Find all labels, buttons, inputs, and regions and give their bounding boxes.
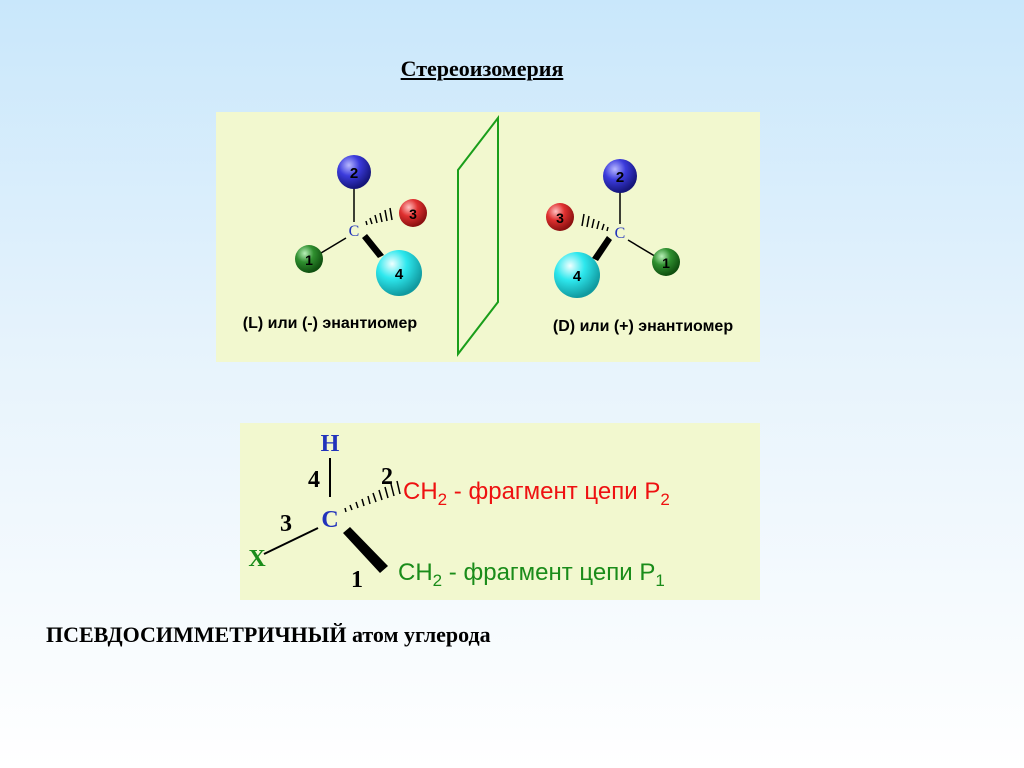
left-molecule: 2 3 1 4 C (L) или (-) энантиомер xyxy=(243,155,427,332)
page-title: Стереоизомерия xyxy=(400,56,564,81)
right-hashed-bond-3 xyxy=(581,213,609,232)
priority-1: 1 xyxy=(351,567,363,593)
bond-to-x xyxy=(263,527,319,555)
right-molecule: 2 3 4 1 C (D) или (+) энантиомер xyxy=(546,159,733,335)
left-atom-3 xyxy=(399,199,427,227)
wedge-bond-lower xyxy=(343,527,388,573)
priority-4: 4 xyxy=(308,467,320,493)
left-atom-1 xyxy=(295,245,323,273)
right-bond-1 xyxy=(627,239,659,259)
center-carbon: C xyxy=(321,507,338,533)
caption-rest: атом углерода xyxy=(346,622,491,647)
lower-group-label: CH2 - фрагмент цепи Р1 xyxy=(398,559,665,590)
upper-group-label: CH2 - фрагмент цепи Р2 xyxy=(403,478,670,509)
pseudosymmetric-caption: ПСЕВДОСИММЕТРИЧНЫЙ атом углерода xyxy=(46,622,491,648)
left-atom-1-label: 1 xyxy=(305,252,313,268)
caption-caps: ПСЕВДОСИММЕТРИЧНЫЙ xyxy=(46,622,347,647)
left-hashed-bond-3 xyxy=(365,207,393,226)
right-atom-4-label: 4 xyxy=(573,268,582,285)
hashed-bond-upper xyxy=(344,480,401,513)
right-wedge-bond-4 xyxy=(592,236,612,261)
left-atom-3-label: 3 xyxy=(409,206,417,222)
right-atom-4 xyxy=(554,252,600,298)
right-atom-3-label: 3 xyxy=(556,210,564,226)
left-atom-2-label: 2 xyxy=(350,165,358,182)
left-wedge-bond-4 xyxy=(362,234,384,258)
x-atom: X xyxy=(248,546,266,572)
h-atom: H xyxy=(321,431,340,457)
right-atom-2-label: 2 xyxy=(616,169,624,186)
pseudosymmetric-structure: H C X 4 2 3 1 CH2 - фрагмент цепи Р2 CH2… xyxy=(248,431,669,593)
right-atom-3 xyxy=(546,203,574,231)
left-atom-4-label: 4 xyxy=(395,266,404,283)
right-center-carbon: C xyxy=(615,225,626,242)
pseudosymmetric-panel xyxy=(240,423,760,600)
left-atom-4 xyxy=(376,250,422,296)
right-atom-1 xyxy=(652,248,680,276)
left-center-carbon: C xyxy=(349,223,360,240)
left-atom-2 xyxy=(337,155,371,189)
priority-3: 3 xyxy=(280,511,292,537)
mirror-plane xyxy=(457,115,499,357)
right-atom-2 xyxy=(603,159,637,193)
right-atom-1-label: 1 xyxy=(662,255,670,271)
left-caption: (L) или (-) энантиомер xyxy=(243,315,418,332)
enantiomers-panel xyxy=(216,112,760,362)
right-caption: (D) или (+) энантиомер xyxy=(553,318,733,335)
priority-2: 2 xyxy=(381,464,393,490)
